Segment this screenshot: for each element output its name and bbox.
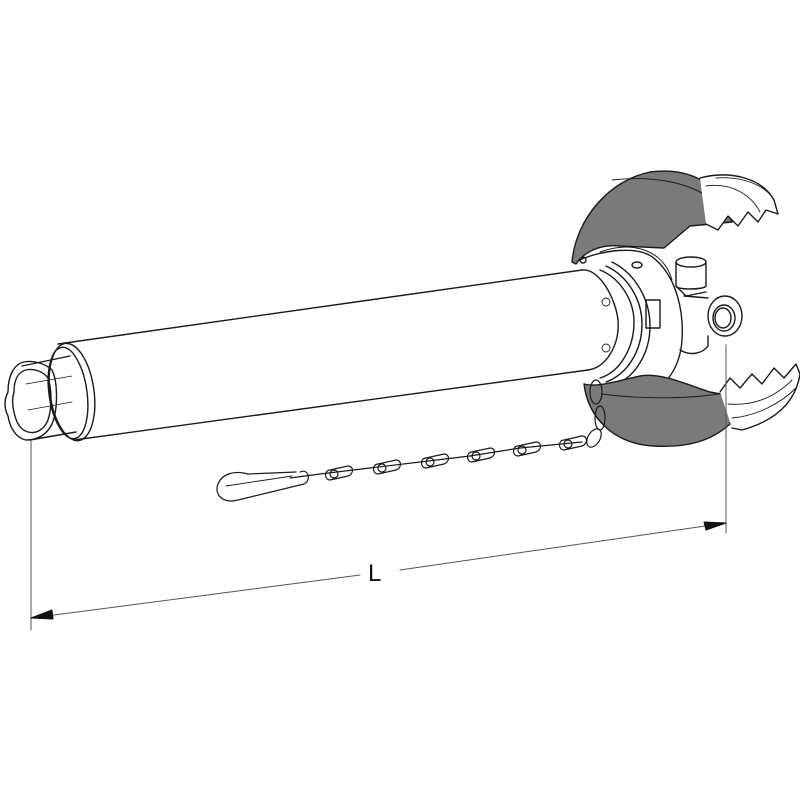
guard-tube [4,269,589,442]
guard-cone-top [571,170,779,265]
safety-chain [216,379,606,502]
guard-cone-bottom [583,363,800,448]
dimension-line [30,344,727,631]
dimension-label-l: L [368,560,382,587]
chain-links [324,435,588,481]
yoke [675,256,743,355]
bearing-ring [574,246,683,402]
snap-hook [216,470,309,502]
